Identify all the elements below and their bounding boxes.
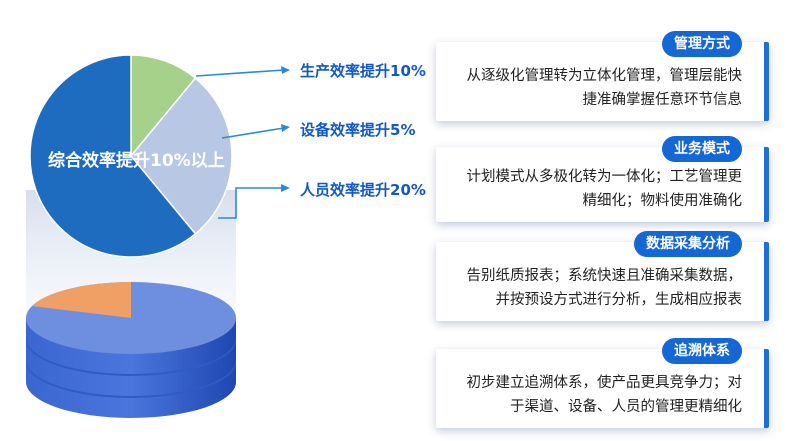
disk-stack bbox=[26, 282, 236, 418]
pie-chart bbox=[29, 54, 233, 258]
callout-line-1 bbox=[195, 69, 285, 77]
callout-lines bbox=[195, 66, 290, 219]
callout-production: 生产效率提升10% bbox=[300, 62, 426, 80]
card-body-data-analysis: 告别纸质报表；系统快速且准确采集数据， 并按预设方式进行分析，生成相应报表 bbox=[466, 268, 743, 308]
callout-equipment: 设备效率提升5% bbox=[300, 121, 416, 139]
disk-orange-slice bbox=[32, 282, 131, 318]
pie-center-label: 综合效率提升10%以上 bbox=[48, 151, 225, 171]
callout-line-2 bbox=[221, 127, 285, 139]
card-body-management-mode: 从逐级化管理转为立体化管理，管理层能快 捷准确掌握任意环节信息 bbox=[466, 68, 743, 108]
card-body-traceability: 初步建立追溯体系，使产品更具竞争力；对 于渠道、设备、人员的管理更精细化 bbox=[466, 375, 743, 415]
callout-arrow-1-icon bbox=[281, 66, 290, 74]
callout-line-3 bbox=[218, 187, 284, 219]
card-title-data-analysis: 数据采集分析 bbox=[634, 231, 742, 257]
card-title-business-model: 业务模式 bbox=[662, 136, 742, 162]
callout-arrow-2-icon bbox=[281, 124, 290, 132]
callout-personnel: 人员效率提升20% bbox=[300, 181, 426, 199]
pie-slice-green bbox=[130, 54, 197, 159]
card-data-analysis: 数据采集分析 告别纸质报表；系统快速且准确采集数据， 并按预设方式进行分析，生成… bbox=[436, 231, 769, 321]
card-body-business-model: 计划模式从多极化转为一体化；工艺管理更 精细化；物料使用准确化 bbox=[466, 169, 743, 209]
card-title-management-mode: 管理方式 bbox=[662, 31, 742, 57]
card-traceability: 追溯体系 初步建立追溯体系，使产品更具竞争力；对 于渠道、设备、人员的管理更精细… bbox=[436, 338, 769, 428]
card-management-mode: 管理方式 从逐级化管理转为立体化管理，管理层能快 捷准确掌握任意环节信息 bbox=[436, 31, 769, 121]
pie-slice-light bbox=[130, 77, 233, 235]
card-business-model: 业务模式 计划模式从多极化转为一体化；工艺管理更 精细化；物料使用准确化 bbox=[436, 136, 769, 222]
pie-slice-main bbox=[29, 54, 197, 258]
card-title-traceability: 追溯体系 bbox=[662, 338, 742, 364]
callout-arrow-3-icon bbox=[281, 184, 290, 192]
